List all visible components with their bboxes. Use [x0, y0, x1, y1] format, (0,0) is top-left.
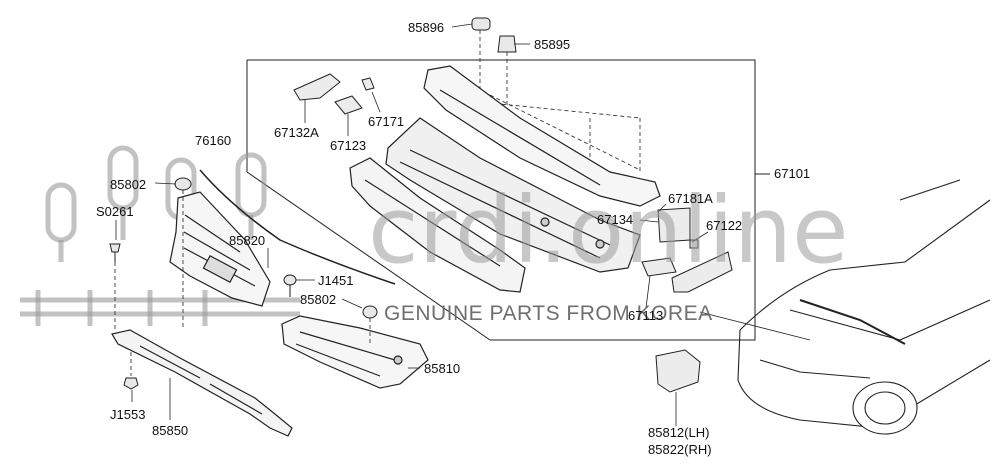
label-85802-left: 85802	[110, 177, 146, 192]
label-85810: 85810	[424, 361, 460, 376]
part-labels: 85896 85895 67132A 67171 67123 76160 858…	[96, 20, 810, 457]
part-67101-lower-panel	[349, 157, 526, 293]
label-85802-right: 85802	[300, 292, 336, 307]
part-67101-mid-panel	[385, 117, 641, 273]
watermark-tagline: GENUINE PARTS FROM KOREA	[384, 302, 713, 325]
label-67134: 67134	[597, 212, 633, 227]
brackets	[293, 73, 733, 393]
part-85850-strip	[111, 329, 293, 437]
label-85896: 85896	[408, 20, 444, 35]
part-76160-strip	[199, 169, 396, 285]
label-j1553: J1553	[110, 407, 145, 422]
label-67132a: 67132A	[274, 125, 319, 140]
label-85850: 85850	[152, 423, 188, 438]
part-67101-upper-panel	[423, 65, 661, 207]
label-j1451: J1451	[318, 273, 353, 288]
part-85820-cowl	[169, 191, 271, 307]
label-67181a: 67181A	[668, 191, 713, 206]
label-s0261: S0261	[96, 204, 134, 219]
label-85895: 85895	[534, 37, 570, 52]
label-67101: 67101	[774, 166, 810, 181]
label-67113: 67113	[628, 308, 663, 323]
leader-lines	[115, 23, 811, 426]
label-67122: 67122	[706, 218, 742, 233]
label-76160: 76160	[195, 133, 231, 148]
label-85822-rh: 85822(RH)	[648, 442, 712, 457]
label-85820: 85820	[229, 233, 265, 248]
label-67171: 67171	[368, 114, 404, 129]
part-85810-cowl	[281, 315, 429, 389]
vehicle-outline	[737, 179, 991, 435]
watermark-logo-text: crdi.online	[368, 177, 849, 284]
label-67123: 67123	[330, 138, 366, 153]
label-85812-lh: 85812(LH)	[648, 425, 709, 440]
